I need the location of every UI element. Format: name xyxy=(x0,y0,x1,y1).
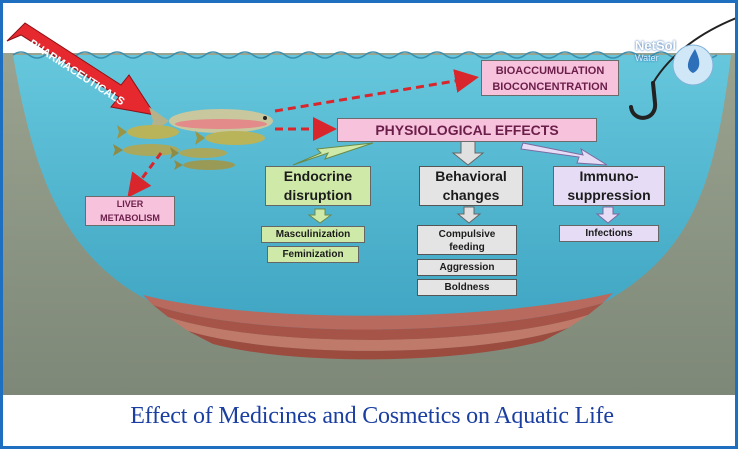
arrow-to-immuno xyxy=(520,142,608,166)
boldness-item: Boldness xyxy=(417,279,517,296)
immuno-title-line1: Immuno- xyxy=(579,168,639,184)
endocrine-disruption-box: Endocrine disruption xyxy=(265,166,371,206)
sediment-layer xyxy=(168,315,588,351)
fishing-hook-icon xyxy=(629,81,658,120)
masculinization-item: Masculinization xyxy=(261,226,365,243)
arrow-to-liver xyxy=(127,152,163,198)
water-surface xyxy=(12,51,718,59)
compulsive-feeding-item: Compulsive feeding xyxy=(417,225,517,255)
caption: Effect of Medicines and Cosmetics on Aqu… xyxy=(130,403,614,429)
behavioral-title-line2: changes xyxy=(442,187,500,203)
feminization-item: Feminization xyxy=(267,246,359,263)
physiological-effects-box: PHYSIOLOGICAL EFFECTS xyxy=(337,118,597,142)
arrow-down-behavioral xyxy=(456,206,482,224)
endocrine-title-line1: Endocrine xyxy=(283,168,353,184)
netsol-water-logo: NetSol Water xyxy=(635,39,705,65)
immunosuppression-box: Immuno- suppression xyxy=(553,166,665,206)
arrow-to-behavioral xyxy=(451,140,485,166)
droplet-icon xyxy=(687,49,700,73)
aggression-item: Aggression xyxy=(417,259,517,276)
arrow-to-bioaccumulation xyxy=(274,69,479,113)
arrow-down-immuno xyxy=(595,206,621,224)
fish-school xyxy=(113,125,265,170)
trout-fish xyxy=(149,107,273,135)
bioconcentration-line: BIOCONCENTRATION xyxy=(492,81,608,93)
brand-sub: Water xyxy=(635,53,659,63)
sediment-layer xyxy=(143,293,613,330)
brand-name: NetSol xyxy=(635,38,677,53)
sediment-layer xyxy=(153,303,603,341)
endocrine-title-line2: disruption xyxy=(283,187,353,203)
fishing-line xyxy=(652,17,735,84)
bioaccumulation-line: BIOACCUMULATION xyxy=(495,65,605,77)
behavioral-changes-box: Behavioral changes xyxy=(419,166,523,206)
liver-line: LIVER xyxy=(116,199,144,209)
liver-metabolism-box: LIVER METABOLISM xyxy=(85,196,175,226)
sediment-layer xyxy=(188,328,568,360)
infections-item: Infections xyxy=(559,225,659,242)
arrow-to-endocrine xyxy=(292,142,374,166)
metabolism-line: METABOLISM xyxy=(100,213,160,223)
arrow-down-endocrine xyxy=(307,208,333,224)
bioaccumulation-box: BIOACCUMULATION BIOCONCENTRATION xyxy=(481,60,619,96)
immuno-title-line2: suppression xyxy=(567,187,651,203)
behavioral-title-line1: Behavioral xyxy=(435,168,507,184)
